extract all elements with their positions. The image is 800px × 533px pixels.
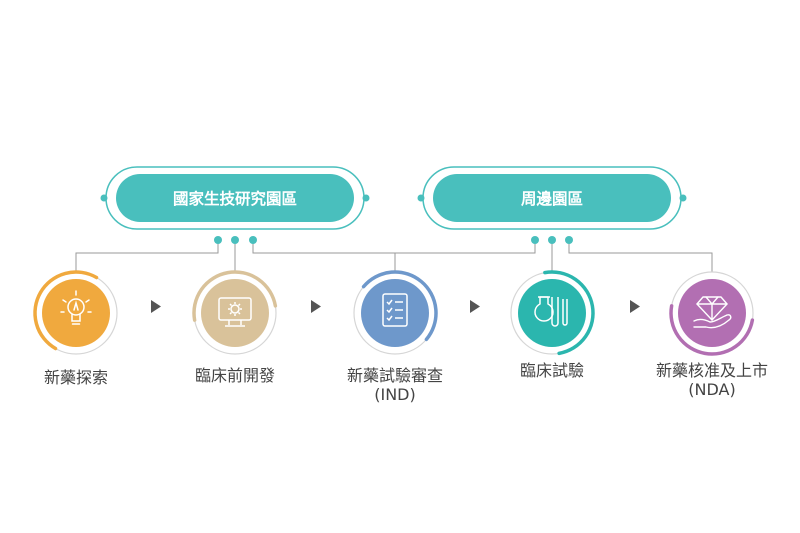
stage3-disc [361,279,429,347]
zone2-dot-1 [531,236,539,244]
monitor-gear-icon [218,297,252,327]
connector-zone1-stage1 [75,241,219,272]
stage2-label-text: 臨床前開發 [194,366,275,385]
zone1-dot-2 [231,236,239,244]
checklist-icon [382,293,408,327]
stage-drug-discovery [33,270,118,355]
connector-zone2-stage5 [568,241,713,272]
stage1-accent-arc [33,270,99,351]
stage3-sublabel: (IND) [374,385,416,404]
stage4-label-text: 臨床試驗 [519,361,584,380]
stage2-accent-arc [192,270,278,322]
arrow-right-icon [151,300,161,313]
zone-national-biotech-park: 國家生技研究園區 [100,166,370,244]
stage3-label: 新藥試驗審查 (IND) [305,366,485,404]
flow-arrows [151,300,640,313]
stage-ind-review [353,270,438,355]
connector-zone2-stage3 [395,241,536,254]
lab-flask-icon [534,296,568,327]
stage1-label-text: 新藥探索 [43,368,108,387]
zone2-pill [433,174,671,222]
arrow-right-icon [311,300,321,313]
zone1-dot-3 [249,236,257,244]
stage5-label: 新藥核准及上市 (NDA) [622,361,800,399]
zone1-pill [116,174,354,222]
stage1-disc [42,279,110,347]
arrow-right-icon [630,300,640,313]
stage5-accent-arc [669,304,755,356]
zone2-dot-2 [548,236,556,244]
stage-nda-approval [669,271,755,356]
zone2-left-dot [417,194,425,202]
zone1-left-dot [100,194,108,202]
zone2-dot-3 [565,236,573,244]
stage1-label: 新藥探索 [0,368,166,387]
arrow-right-icon [470,300,480,313]
stage2-label: 臨床前開發 [145,366,325,385]
stage3-label-text: 新藥試驗審查 [346,366,443,385]
zone-surrounding-parks: 周邊園區 [417,166,687,244]
stage5-label-text: 新藥核准及上市 [655,361,768,380]
stage-preclinical [192,270,278,355]
zone2-right-dot [679,194,687,202]
connector-lines [75,241,713,272]
stage4-label: 臨床試驗 [462,361,642,380]
zone1-dot-1 [214,236,222,244]
zone2-label: 周邊園區 [521,189,583,208]
zone1-right-dot [362,194,370,202]
lightbulb-icon [60,290,92,325]
diamond-hand-icon [693,296,732,329]
stage3-accent-arc [361,270,438,342]
stage5-sublabel: (NDA) [688,380,736,399]
stage-clinical-trial [510,270,595,356]
zone1-label: 國家生技研究園區 [173,189,297,208]
connector-zone1-stage3 [252,241,396,272]
stage4-accent-arc [543,270,595,356]
